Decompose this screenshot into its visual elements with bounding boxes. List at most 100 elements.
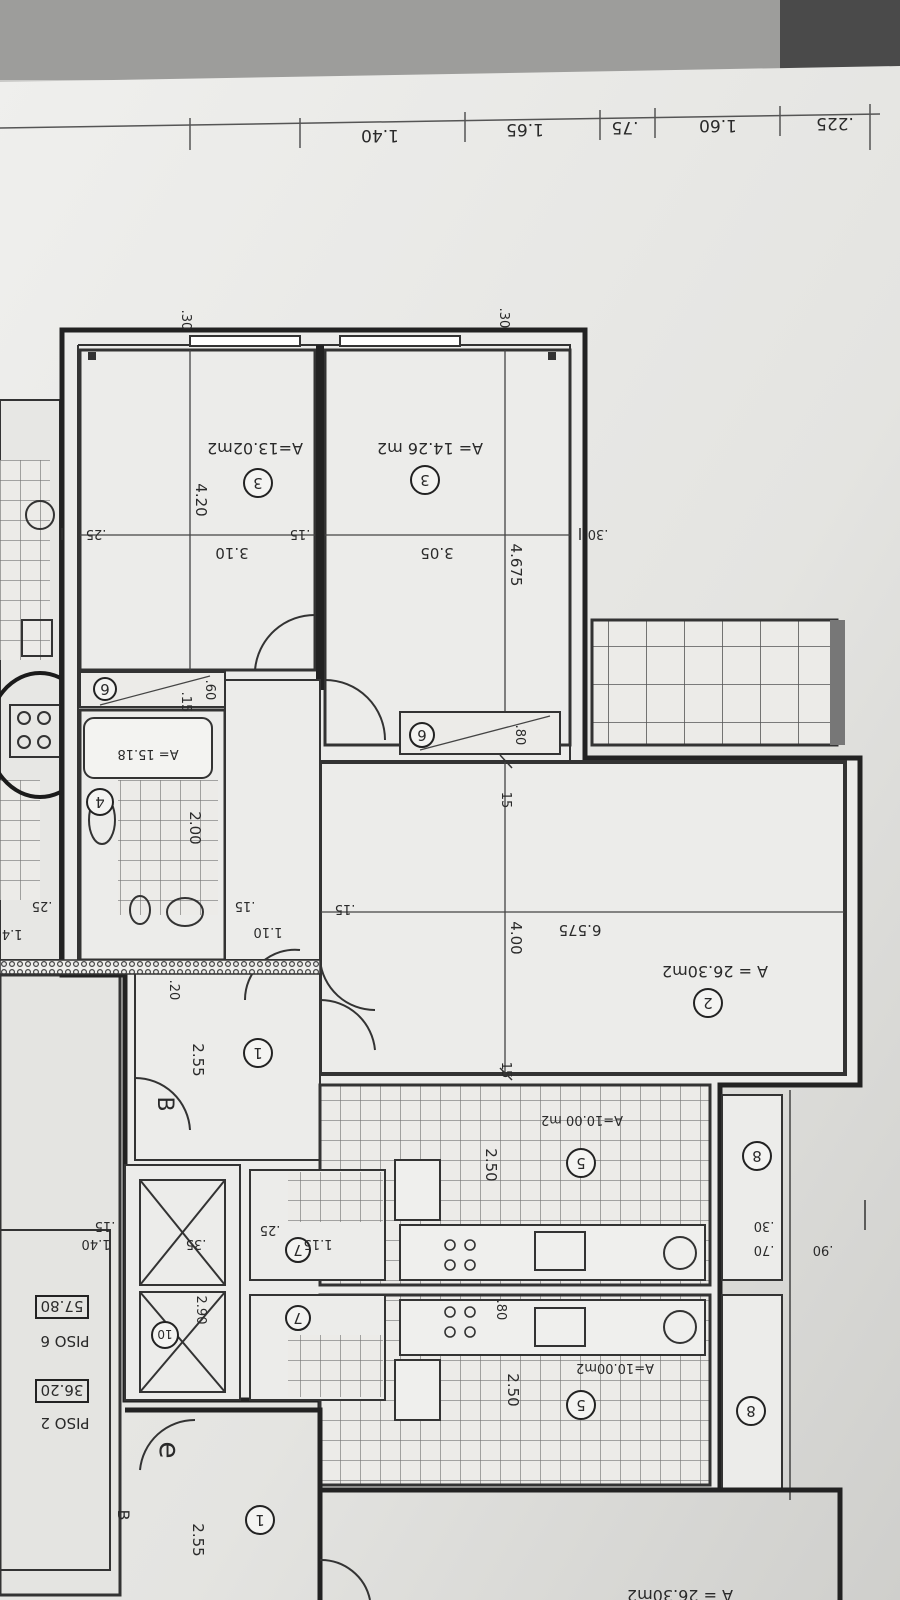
wall-dimension: .15 xyxy=(178,692,193,713)
room-number: 2 xyxy=(703,994,713,1012)
room-dimension: 2.55 xyxy=(189,1043,207,1076)
room-number-circle xyxy=(243,1038,273,1068)
room-dimension: 2.50 xyxy=(482,1148,500,1181)
room-dimension: 2.90 xyxy=(193,1296,208,1325)
piso-value: 36.20 xyxy=(41,1381,84,1399)
left-lower-inner xyxy=(0,1229,111,1571)
room-dimension: 6.575 xyxy=(559,921,602,939)
wall-dimension: .30 xyxy=(588,526,609,541)
room-number: 6 xyxy=(100,680,110,698)
room-dimension: 4.20 xyxy=(192,483,210,516)
room-dimension: 4.675 xyxy=(507,544,525,587)
room-number: 7 xyxy=(293,1241,303,1259)
room-dimension: 2.50 xyxy=(504,1373,522,1406)
wall-dimension: .35 xyxy=(186,1236,207,1251)
wall-dimension: .25 xyxy=(86,526,107,541)
room-number-circle xyxy=(86,788,114,816)
wall-dimension: .80 xyxy=(493,1300,508,1321)
room-area-label: A=13.02m2 xyxy=(207,439,303,458)
kitchen-a xyxy=(318,1083,712,1287)
room-number-circle xyxy=(93,677,117,701)
wall-dimension: .15 xyxy=(95,1218,116,1233)
marker-b: B xyxy=(114,1510,133,1521)
wall-dimension: 1.10 xyxy=(254,924,283,939)
piso-value: 57.80 xyxy=(41,1297,84,1315)
top-dimension-line xyxy=(0,104,881,150)
bathroom xyxy=(78,708,227,962)
wall-dimension: .70 xyxy=(754,1242,775,1257)
left-neighbor-tiles xyxy=(0,780,40,900)
wall-dimension: 15 xyxy=(498,1062,513,1079)
wall-dimension: .60 xyxy=(202,680,217,701)
room-dimension: 2.00 xyxy=(186,811,204,844)
wall-dimension: .15 xyxy=(235,898,256,913)
room-number: 4 xyxy=(95,793,105,811)
room-number-circle xyxy=(742,1141,772,1171)
dimension-ticks xyxy=(61,528,866,1230)
room-number: 7 xyxy=(293,1309,303,1327)
wall-dimension: .25 xyxy=(260,1222,281,1237)
room-number: 1 xyxy=(253,1044,263,1062)
piso-label: PISO 6 xyxy=(40,1332,89,1350)
room-dimension: 3.10 xyxy=(215,544,248,562)
room-number-circle xyxy=(409,722,435,748)
wall-dimension: .30 xyxy=(496,308,511,329)
room-number-circle xyxy=(410,465,440,495)
room-area-label: A= 15.18 xyxy=(117,746,178,761)
wall-dimension: .15 xyxy=(290,526,311,541)
room-number: 5 xyxy=(576,1154,586,1172)
marker-e: e xyxy=(153,1441,186,1458)
wall-dimension: .30 xyxy=(178,310,193,331)
wall-dimension: 1.15 xyxy=(304,1236,333,1251)
room-number-circle xyxy=(693,988,723,1018)
balcony-tiles xyxy=(590,618,839,747)
balcony-rail xyxy=(830,620,845,745)
top-dim-label: .75 xyxy=(611,117,638,137)
room-dimension: 3.05 xyxy=(420,544,453,562)
hatched-wall xyxy=(0,959,321,975)
living-room xyxy=(318,760,847,1076)
wall-dimension: 15 xyxy=(498,792,513,809)
piso-value-box xyxy=(35,1379,89,1403)
bedroom-b xyxy=(323,335,572,747)
bedroom-a xyxy=(78,335,317,672)
wall-dimension: .80 xyxy=(512,725,527,746)
marker-b: B xyxy=(152,1096,177,1111)
lower-door-arc xyxy=(319,1558,371,1600)
laundry-b xyxy=(249,1294,386,1401)
room-area-label: A=10.00 m2 xyxy=(541,1112,623,1127)
top-dim-label: 1.40 xyxy=(361,125,399,145)
room-number: 3 xyxy=(420,471,430,489)
room-dimension: 2.55 xyxy=(189,1523,207,1556)
piso-value-box xyxy=(35,1295,89,1319)
room-number: 3 xyxy=(253,474,263,492)
room-number: 5 xyxy=(576,1396,586,1414)
room-number-circle xyxy=(566,1148,596,1178)
room-number: 10 xyxy=(157,1327,172,1341)
terrace-a xyxy=(721,1094,783,1281)
room-dimension: 4.00 xyxy=(507,921,525,954)
top-dim-label: .225 xyxy=(816,113,854,133)
wall-dimension: .20 xyxy=(166,980,181,1001)
laundry-a xyxy=(249,1169,386,1281)
lower-next-unit xyxy=(125,1407,843,1600)
stair-shaft xyxy=(124,1164,241,1401)
top-dim-label: 1.60 xyxy=(699,115,737,135)
room-number-circle xyxy=(285,1305,311,1331)
wall-dimension: .30 xyxy=(754,1218,775,1233)
room-area-label: A = 26.30m2 xyxy=(662,962,768,981)
piso-label: PISO 2 xyxy=(40,1414,89,1432)
room-number: 6 xyxy=(417,726,427,744)
wall-dimension: 1.40 xyxy=(82,1236,111,1251)
left-neighbor-tiles xyxy=(0,460,50,660)
room-area-label: A=10.00m2 xyxy=(576,1360,654,1375)
room-number-circle xyxy=(245,1505,275,1535)
room-number-circle xyxy=(243,468,273,498)
terrace-b xyxy=(721,1294,783,1491)
room-number-circle xyxy=(151,1321,179,1349)
room-number: 8 xyxy=(746,1402,756,1420)
lower-door-arc xyxy=(139,1418,196,1471)
top-dark-blur xyxy=(0,0,900,80)
